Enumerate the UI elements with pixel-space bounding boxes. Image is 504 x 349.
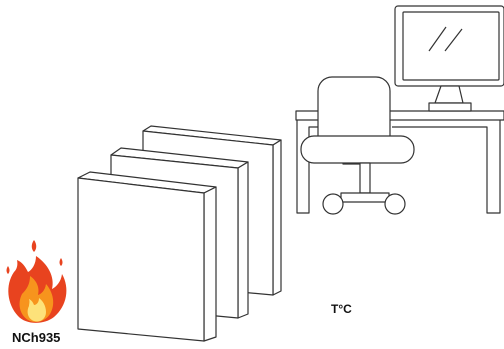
monitor-base (428, 102, 472, 112)
office-chair-icon (300, 76, 415, 215)
desk-right-leg (392, 120, 501, 214)
chair-wheel-left (322, 193, 344, 215)
panel-front (77, 171, 217, 342)
screen-glare-1 (428, 26, 447, 52)
chair-base (340, 192, 390, 203)
desk-icon (295, 110, 504, 214)
desk-top (295, 110, 504, 121)
fire-icon (6, 240, 67, 323)
chair-column (359, 162, 371, 194)
standard-label: NCh935 (12, 330, 61, 345)
insulation-panel-stack (77, 125, 282, 342)
temperature-label: T°C (331, 302, 352, 316)
desk-left-leg (296, 120, 331, 214)
monitor-icon (394, 5, 504, 112)
monitor-neck (434, 85, 464, 104)
monitor-screen (402, 11, 500, 81)
chair-seat (300, 135, 415, 164)
chair-wheel-right (384, 193, 406, 215)
screen-glare-2 (444, 28, 463, 52)
